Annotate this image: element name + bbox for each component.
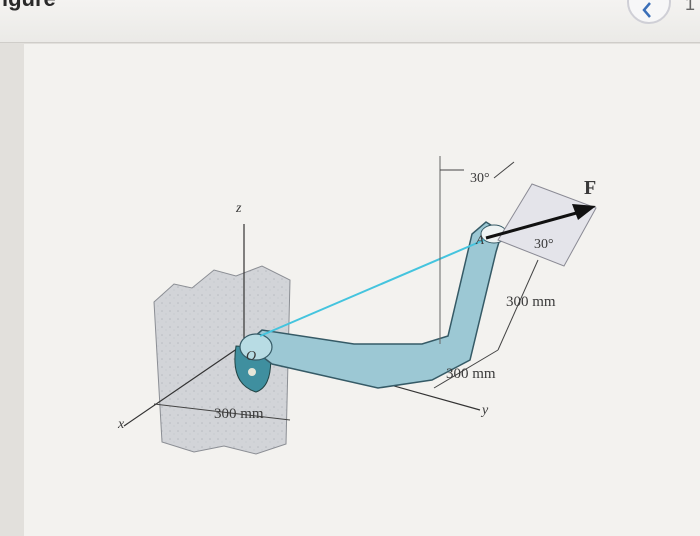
- bent-rod: [239, 221, 508, 389]
- top-bar: igure 1: [0, 0, 700, 43]
- previous-figure-button[interactable]: [627, 0, 671, 24]
- angle-projection-plane: [497, 183, 597, 267]
- dim-upper-label: 300 mm: [506, 294, 556, 310]
- figure-panel: F 30° 30° 300 mm 300 mm 300 mm x y z O A: [24, 44, 700, 536]
- y-axis-label: y: [480, 403, 489, 418]
- force-arrow-shaft: [485, 210, 581, 240]
- x-axis-label: x: [117, 417, 125, 432]
- origin-label: O: [246, 349, 256, 364]
- angle-side-label: 30°: [534, 237, 554, 252]
- pin-hole: [248, 368, 256, 376]
- wall-support: [153, 265, 291, 455]
- dim-base-line: [153, 403, 291, 421]
- chevron-left-icon: [642, 2, 651, 18]
- dim-lower-line: [433, 349, 499, 389]
- cable-line: [259, 239, 485, 337]
- next-figure-fragment[interactable]: 1: [685, 0, 696, 14]
- angle-top-label: 30°: [470, 171, 490, 186]
- dim-upper-line: [497, 259, 539, 351]
- z-axis-label: z: [235, 201, 242, 216]
- figure-heading: igure: [2, 0, 56, 12]
- dim-base-label: 300 mm: [214, 406, 264, 422]
- x-axis: [123, 343, 245, 427]
- force-label: F: [584, 177, 596, 199]
- bent-rod-figure: F 30° 30° 300 mm 300 mm 300 mm x y z O A: [117, 156, 597, 455]
- point-a-label: A: [475, 232, 484, 247]
- dim-lower-label: 300 mm: [446, 366, 496, 382]
- force-arrowhead: [572, 204, 596, 220]
